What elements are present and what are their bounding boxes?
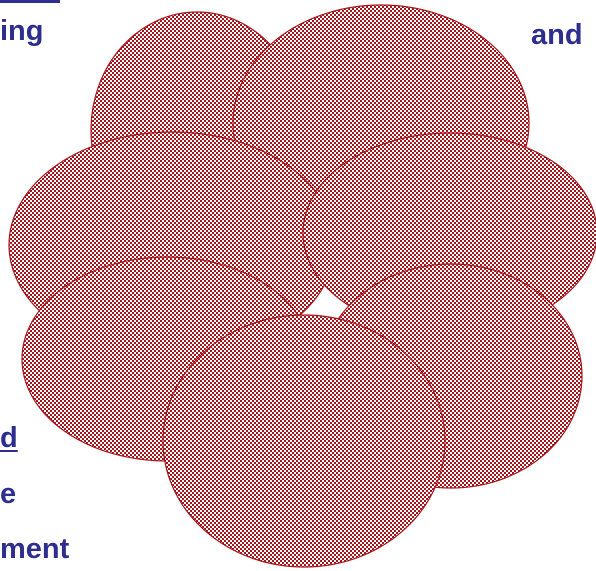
- circle-bottom: [163, 315, 445, 567]
